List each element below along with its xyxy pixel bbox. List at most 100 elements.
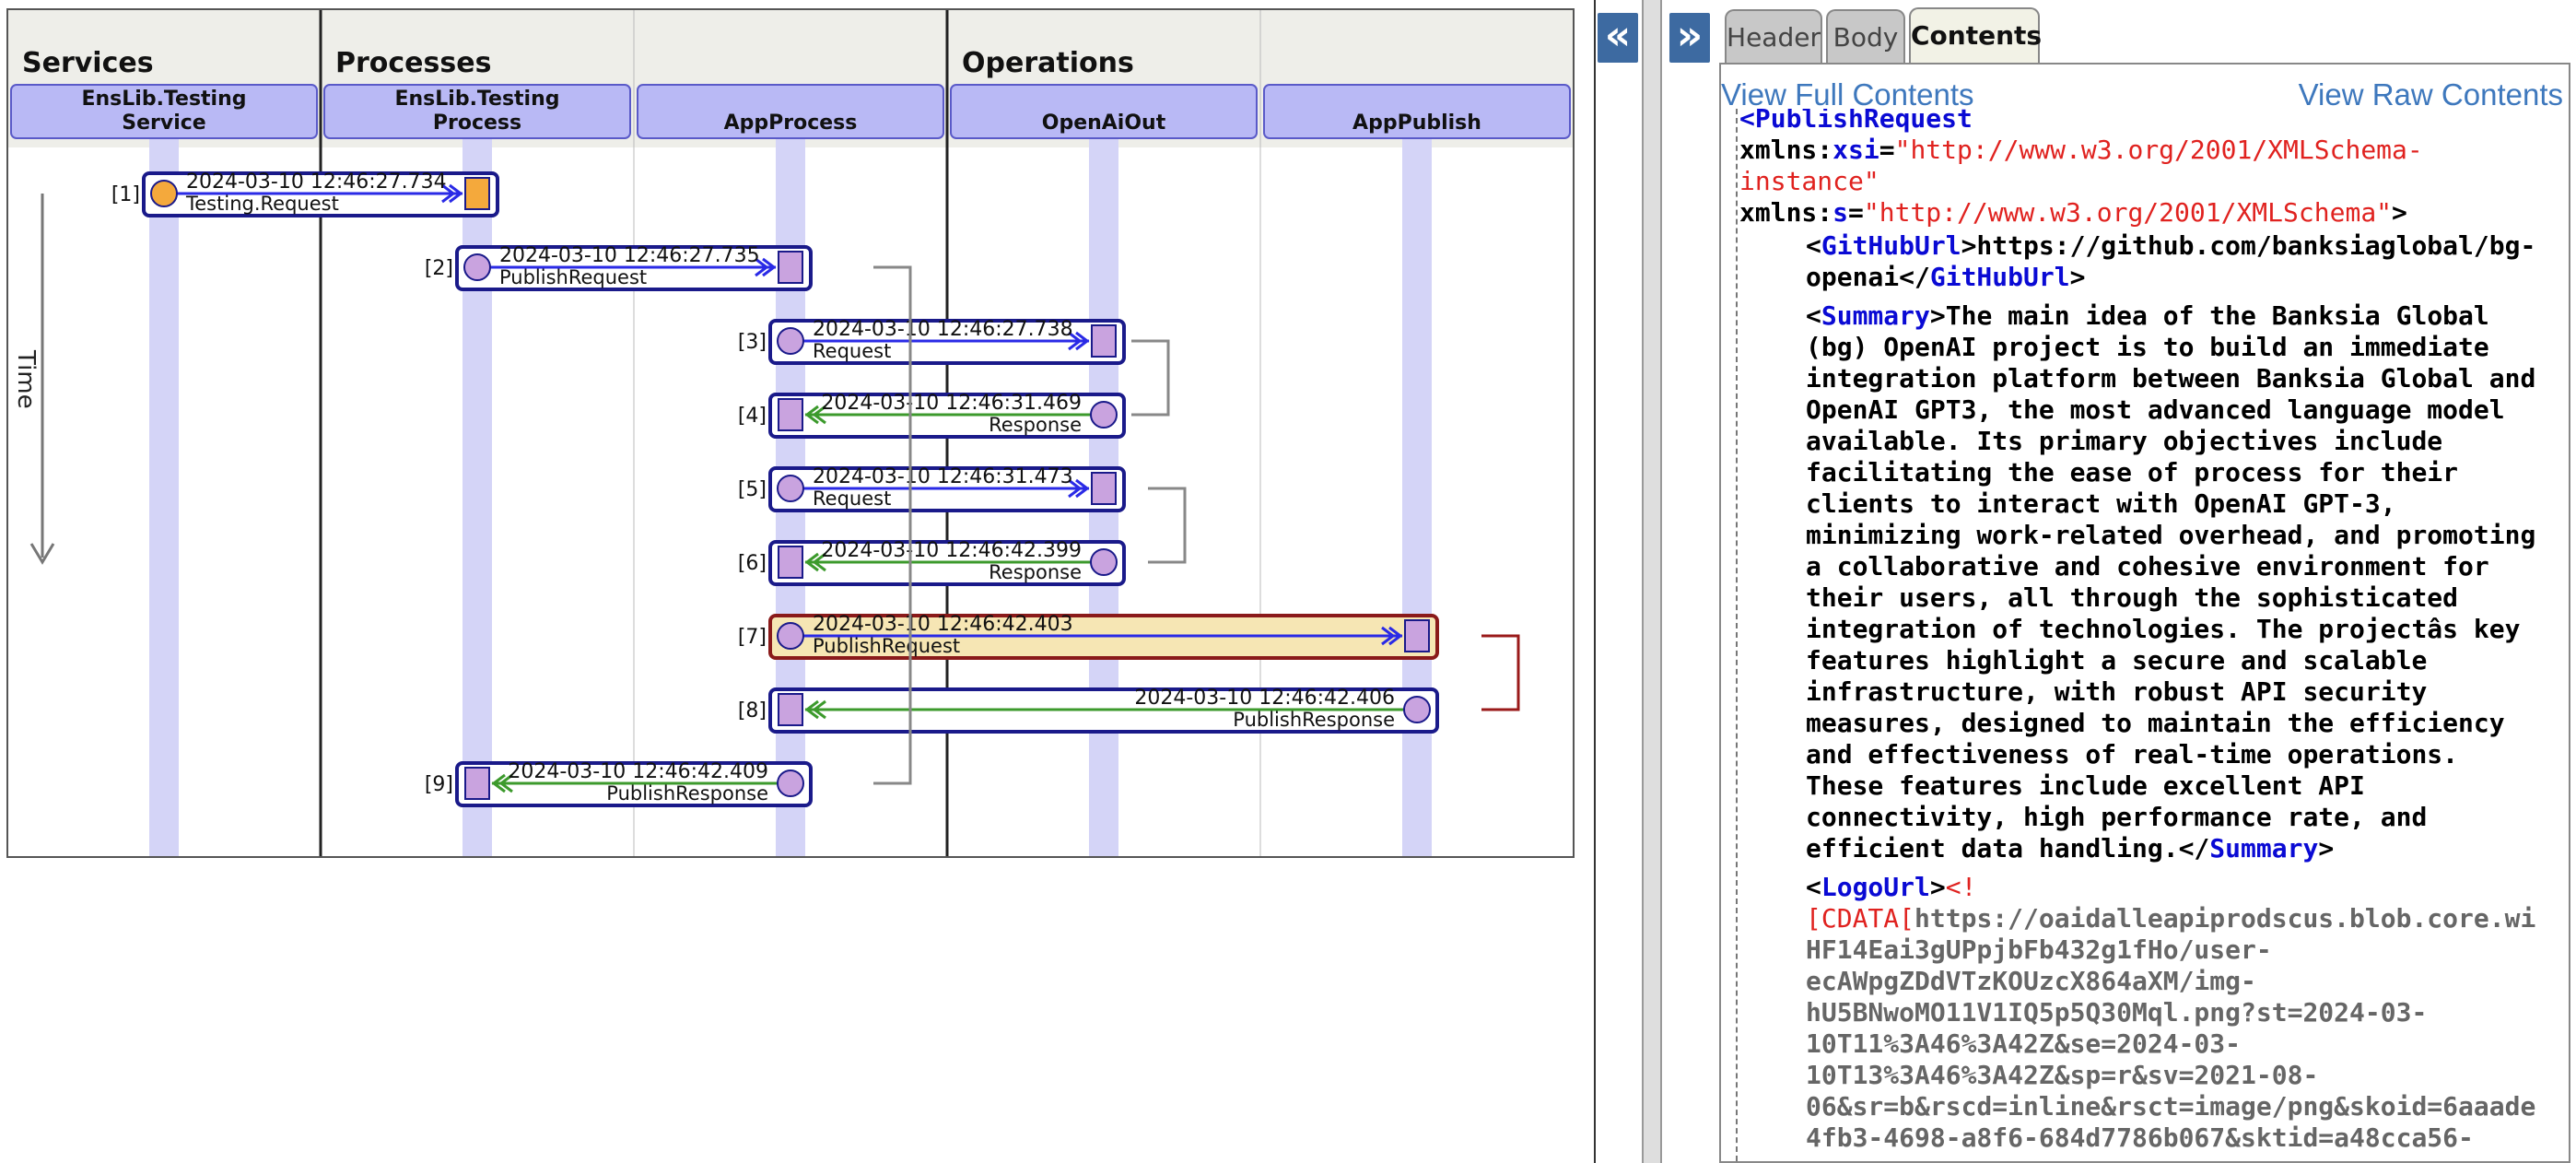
message-index: [9] (425, 773, 453, 796)
message-target-node (464, 767, 490, 800)
arrowhead-icon (1068, 478, 1090, 499)
xml-token: <PublishRequest (1739, 109, 1973, 134)
call-connector (1131, 339, 1170, 417)
xml-token: = (1879, 135, 1895, 165)
pane-splitter[interactable] (1642, 0, 1662, 1163)
xml-token: < (1806, 230, 1821, 261)
xml-token: GitHubUrl (1929, 262, 2070, 292)
xml-token: = (1848, 197, 1864, 228)
message-source-node (777, 475, 804, 502)
view-full-contents-link[interactable]: View Full Contents (1721, 77, 1974, 112)
message-time: 2024-03-10 12:46:31.469 (821, 392, 1082, 415)
message-index: [8] (738, 699, 767, 722)
xml-cdata-line: 4fb3-4698-a8f6-684d7786b067&sktid=a48cca… (1806, 1122, 2474, 1154)
message-label: Testing.Request (185, 193, 339, 215)
xml-token: clients to interact with OpenAI GPT-3, (1806, 488, 2396, 519)
actor-label: AppPublish (1352, 112, 1481, 135)
actor-label: Process (433, 112, 521, 135)
tab-header[interactable]: Header (1725, 9, 1822, 63)
xml-token: https://oaidalleapiprodscus.blob.core.wi (1914, 903, 2536, 934)
xml-summary-line: integration of technologies. The project… (1806, 614, 2520, 645)
message-index: [7] (738, 626, 767, 649)
xml-namespace-xsi: xmlns:xsi="http://www.w3.org/2001/XMLSch… (1739, 135, 2423, 166)
message-source-node (1403, 696, 1431, 723)
actor-box[interactable] (323, 84, 631, 139)
tab-contents[interactable]: Contents (1909, 7, 2042, 65)
details-tab-bar: Header Body Contents (1719, 0, 2576, 65)
xml-token: xsi (1832, 135, 1879, 165)
xml-token: integration of technologies. The project… (1806, 614, 2521, 644)
xml-token: facilitating the ease of process for the… (1806, 457, 2459, 488)
collapse-left-icon[interactable]: « (1598, 13, 1638, 63)
message-index: [4] (738, 405, 767, 428)
xml-github-url-cont: openai</GitHubUrl> (1806, 262, 2085, 293)
arrowhead-icon (1068, 331, 1090, 351)
xml-token: efficient data handling. (1806, 833, 2179, 863)
xml-token: measures, designed to maintain the effic… (1806, 708, 2505, 738)
arrowhead-icon (441, 183, 463, 204)
message-time: 2024-03-10 12:46:42.403 (813, 613, 1073, 636)
actor-label: EnsLib.Testing (81, 88, 246, 111)
xml-token: GitHubUrl (1821, 230, 1961, 261)
xml-summary-line: (bg) OpenAI project is to build an immed… (1806, 332, 2489, 363)
xml-token: LogoUrl (1821, 872, 1930, 902)
actor-box[interactable] (950, 84, 1258, 139)
xml-token: 10T11%3A46%3A42Z&se=2024-03- (1806, 1028, 2242, 1059)
xml-token: available. Its primary objectives includ… (1806, 426, 2443, 456)
xml-token: 06&sr=b&rscd=inline&rsct=image/png&skoid… (1806, 1091, 2536, 1122)
group-heading: Processes (335, 47, 491, 79)
message-source-node (463, 253, 491, 281)
xml-token: < (1806, 872, 1821, 902)
xml-summary-line: OpenAI GPT3, the most advanced language … (1806, 394, 2505, 426)
message-index: [5] (738, 478, 767, 501)
actor-box[interactable] (1263, 84, 1571, 139)
contents-panel: View Full Contents View Raw Contents <Pu… (1719, 63, 2570, 1163)
xml-token: s (1832, 197, 1849, 228)
xml-token: These features include excellent API (1806, 770, 2365, 801)
xml-token: 4fb3-4698-a8f6-684d7786b067&sktid=a48cca… (1806, 1122, 2474, 1153)
xml-token: [CDATA[ (1806, 903, 1915, 934)
message-index: [3] (738, 331, 767, 354)
tab-body[interactable]: Body (1826, 9, 1905, 63)
xml-token: integration platform between Banksia Glo… (1806, 363, 2536, 394)
actor-label: OpenAiOut (1042, 112, 1166, 135)
xml-summary-line: available. Its primary objectives includ… (1806, 426, 2442, 457)
arrowhead-icon (804, 699, 826, 720)
actor-box[interactable] (10, 84, 318, 139)
xml-summary-line: a collaborative and cohesive environment… (1806, 551, 2489, 582)
message-label: PublishResponse (1233, 709, 1395, 731)
group-heading: Services (22, 47, 154, 79)
message-time: 2024-03-10 12:46:42.406 (1134, 687, 1395, 710)
arrowhead-icon (804, 552, 826, 572)
diagram-frame (6, 8, 1575, 858)
xml-token: > (2392, 197, 2407, 228)
message-label: Response (989, 561, 1082, 583)
xml-root-open: <PublishRequest (1739, 109, 1973, 135)
xml-token: > (2318, 833, 2335, 863)
xml-token: "http://www.w3.org/2001/XMLSchema- (1894, 135, 2423, 165)
arrowhead-icon (755, 257, 777, 277)
message-target-node (1091, 324, 1117, 358)
lifeline-4 (1402, 129, 1432, 857)
xml-token: xmlns: (1739, 135, 1833, 165)
lifeline-0 (149, 129, 179, 857)
call-connector (1148, 487, 1187, 564)
message-label: Response (989, 414, 1082, 436)
xml-token: connectivity, high performance rate, and (1806, 802, 2428, 832)
xml-namespace-xsi-cont: instance" (1739, 166, 1879, 197)
actor-label: Service (122, 112, 205, 135)
group-heading: Operations (962, 47, 1134, 79)
xml-cdata-line: ecAWpgZDdVTzKOUzcX864aXM/img- (1806, 966, 2256, 997)
message-time: 2024-03-10 12:46:42.399 (821, 539, 1082, 562)
actor-box[interactable] (637, 84, 944, 139)
xml-token: infrastructure, with robust API security (1806, 676, 2428, 707)
xml-summary-line: infrastructure, with robust API security (1806, 676, 2427, 708)
message-target-node (778, 398, 803, 431)
expand-right-icon[interactable]: » (1669, 13, 1710, 63)
xml-token: ecAWpgZDdVTzKOUzcX864aXM/img- (1806, 966, 2256, 996)
message-source-node (777, 769, 804, 797)
view-raw-contents-link[interactable]: View Raw Contents (2298, 77, 2563, 112)
xml-token: Summary (2209, 833, 2319, 863)
